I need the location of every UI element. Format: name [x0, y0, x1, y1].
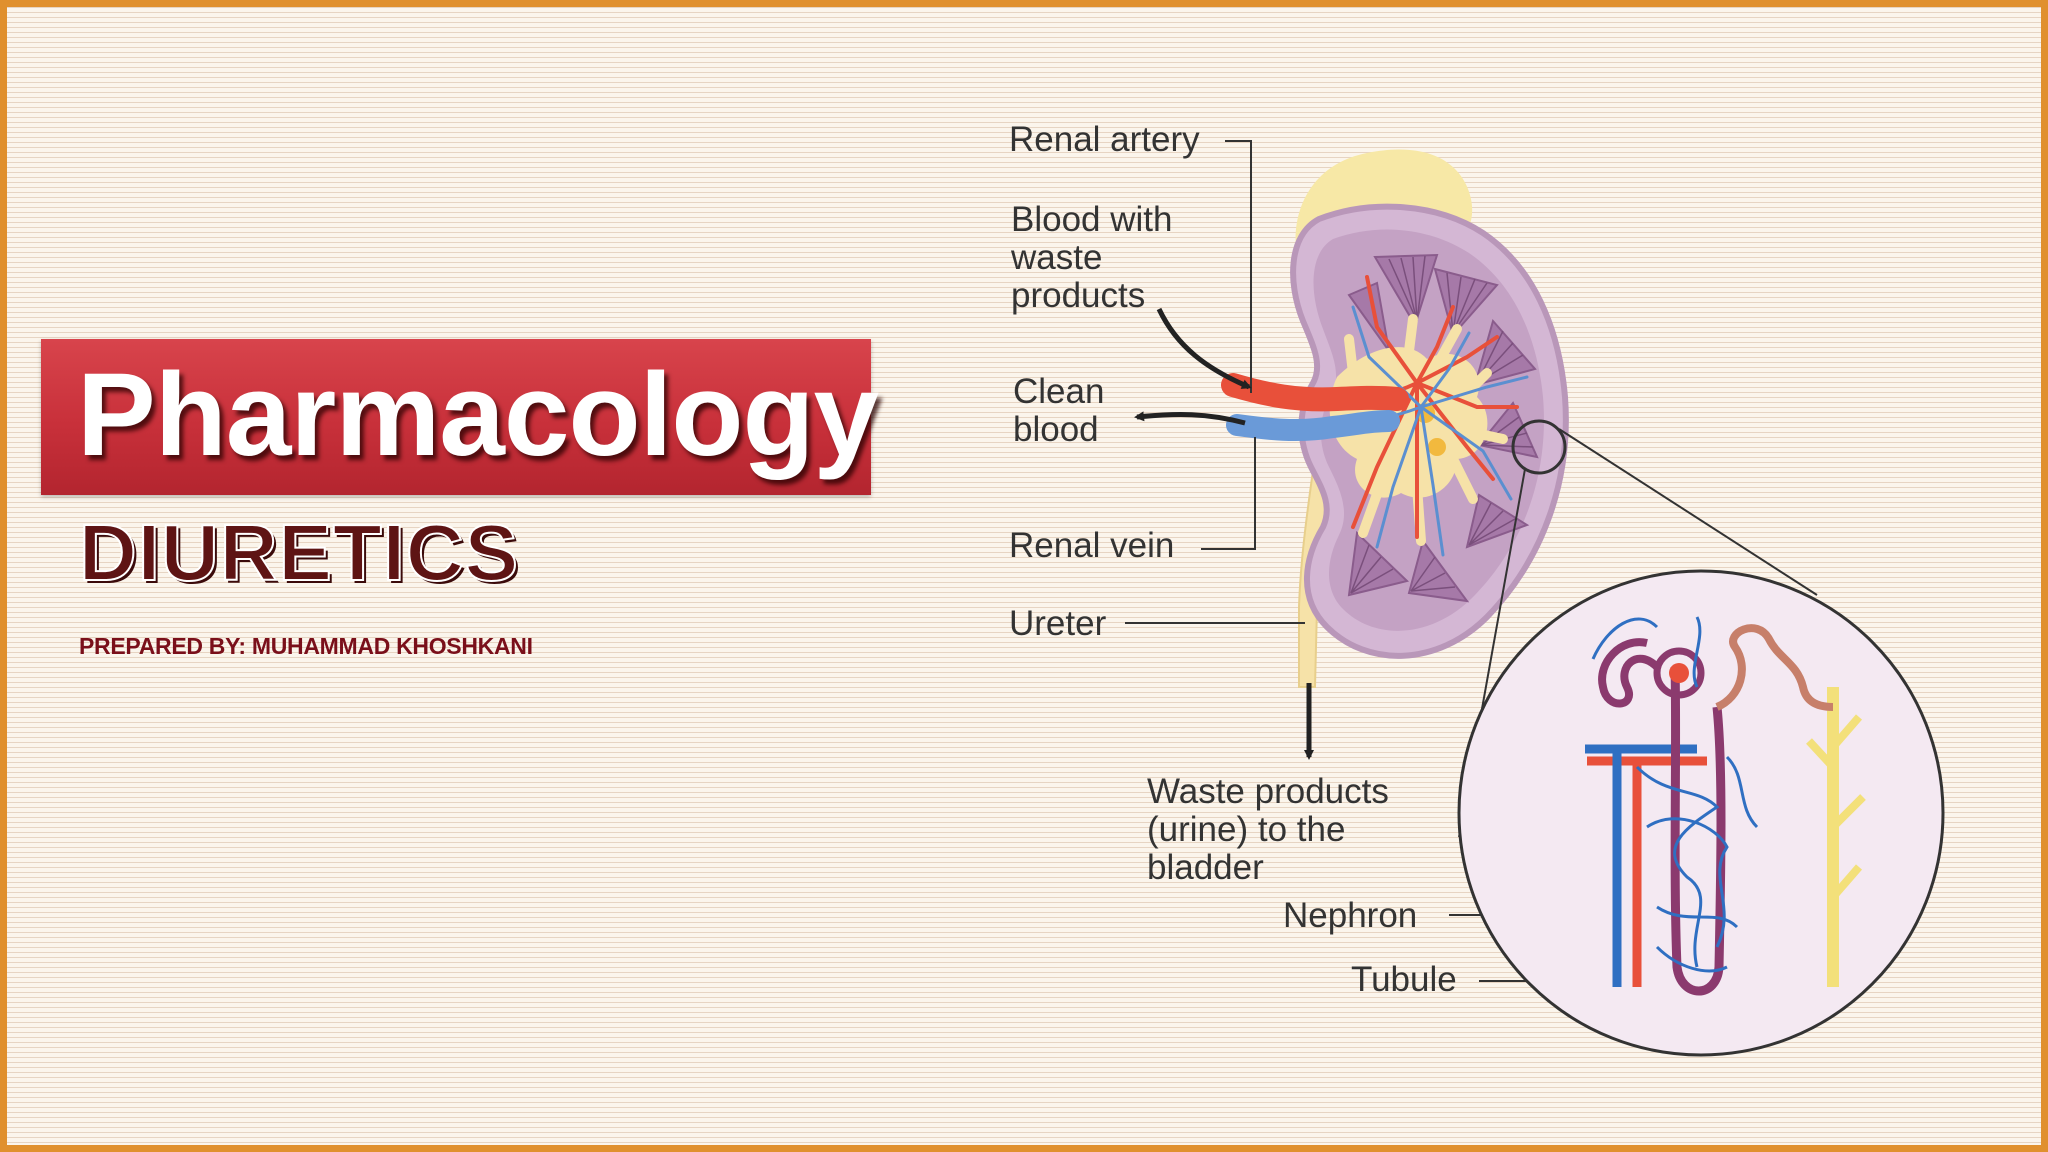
kidney-diagram: Renal artery Blood with waste products C… [997, 107, 1957, 1067]
fat-deposit [1428, 438, 1446, 456]
renal-vein [1226, 410, 1400, 442]
distal-tubule [1715, 624, 1834, 711]
zoom-line [1558, 428, 1818, 596]
label-clean-blood: Clean [1013, 372, 1105, 411]
glomerulus [1669, 663, 1689, 683]
slide-subtitle: DIURETICS [78, 507, 520, 598]
kidney-illustration [1125, 140, 1945, 1057]
bowmans-capsule [1653, 647, 1705, 699]
slide-title: Pharmacology [77, 349, 879, 481]
proximal-tubule [1598, 638, 1660, 708]
label-ureter: Ureter [1009, 604, 1107, 643]
label-renal-vein: Renal vein [1009, 526, 1175, 565]
capillary-network [1591, 616, 1759, 973]
loop-of-henle [1670, 666, 1726, 996]
label-waste-products: bladder [1147, 848, 1264, 887]
nephron-artery [1587, 756, 1707, 987]
label-waste-products: (urine) to the [1147, 810, 1346, 849]
label-tubule: Tubule [1351, 960, 1457, 999]
label-nephron: Nephron [1283, 896, 1418, 935]
title-banner: Pharmacology [41, 339, 879, 495]
label-renal-artery: Renal artery [1009, 120, 1200, 159]
nephron-drawing [1585, 616, 1866, 996]
renal-pelvis [1329, 347, 1488, 498]
label-blood-waste: products [1011, 276, 1146, 315]
label-blood-waste: Blood with [1011, 200, 1173, 239]
label-waste-products: Waste products [1147, 772, 1389, 811]
zoom-marker [1511, 419, 1567, 475]
nephron-inset [1457, 569, 1945, 1057]
clean-blood-arrow [1134, 411, 1246, 426]
renal-artery [1221, 373, 1409, 412]
author-credit: PREPARED BY: MUHAMMAD KHOSHKANI [79, 633, 533, 659]
blood-in-arrow [1156, 307, 1252, 390]
label-blood-waste: waste [1011, 238, 1103, 277]
label-clean-blood: blood [1013, 410, 1099, 449]
